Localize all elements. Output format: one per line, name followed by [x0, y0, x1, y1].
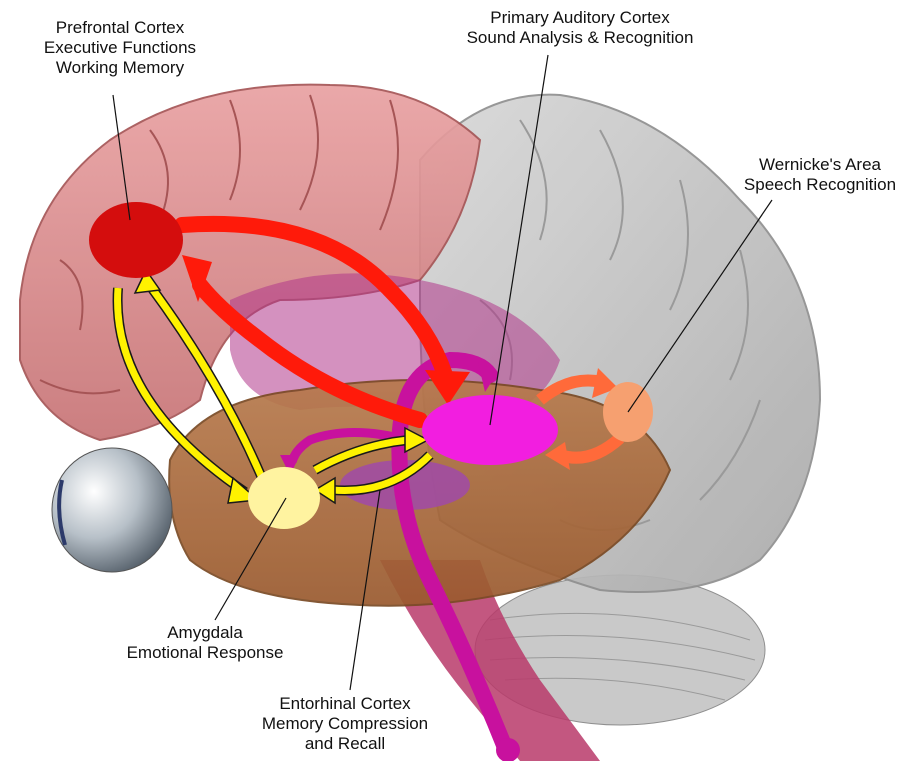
- amygdala-title: Amygdala: [90, 623, 320, 643]
- entorhinal-title: Entorhinal Cortex: [225, 694, 465, 714]
- prefrontal-title: Prefrontal Cortex: [0, 18, 240, 38]
- auditory-line-2: Sound Analysis & Recognition: [420, 28, 740, 48]
- wernicke-line-2: Speech Recognition: [720, 175, 920, 195]
- primary-auditory-cortex-node: [422, 395, 558, 465]
- eyeball: [52, 448, 172, 572]
- prefrontal-line-2: Executive Functions: [0, 38, 240, 58]
- amygdala-node: [248, 467, 320, 529]
- entorhinal-cortex-label: Entorhinal Cortex Memory Compression and…: [225, 694, 465, 754]
- amygdala-line-2: Emotional Response: [90, 643, 320, 663]
- auditory-cortex-label: Primary Auditory Cortex Sound Analysis &…: [420, 8, 740, 48]
- prefrontal-cortex-label: Prefrontal Cortex Executive Functions Wo…: [0, 18, 240, 78]
- prefrontal-cortex-node: [89, 202, 183, 278]
- wernickes-area-label: Wernicke's Area Speech Recognition: [720, 155, 920, 195]
- entorhinal-line-2: Memory Compression: [225, 714, 465, 734]
- magenta-pathway-end: [496, 738, 520, 761]
- prefrontal-line-3: Working Memory: [0, 58, 240, 78]
- entorhinal-line-3: and Recall: [225, 734, 465, 754]
- wernicke-title: Wernicke's Area: [720, 155, 920, 175]
- amygdala-label: Amygdala Emotional Response: [90, 623, 320, 663]
- auditory-title: Primary Auditory Cortex: [420, 8, 740, 28]
